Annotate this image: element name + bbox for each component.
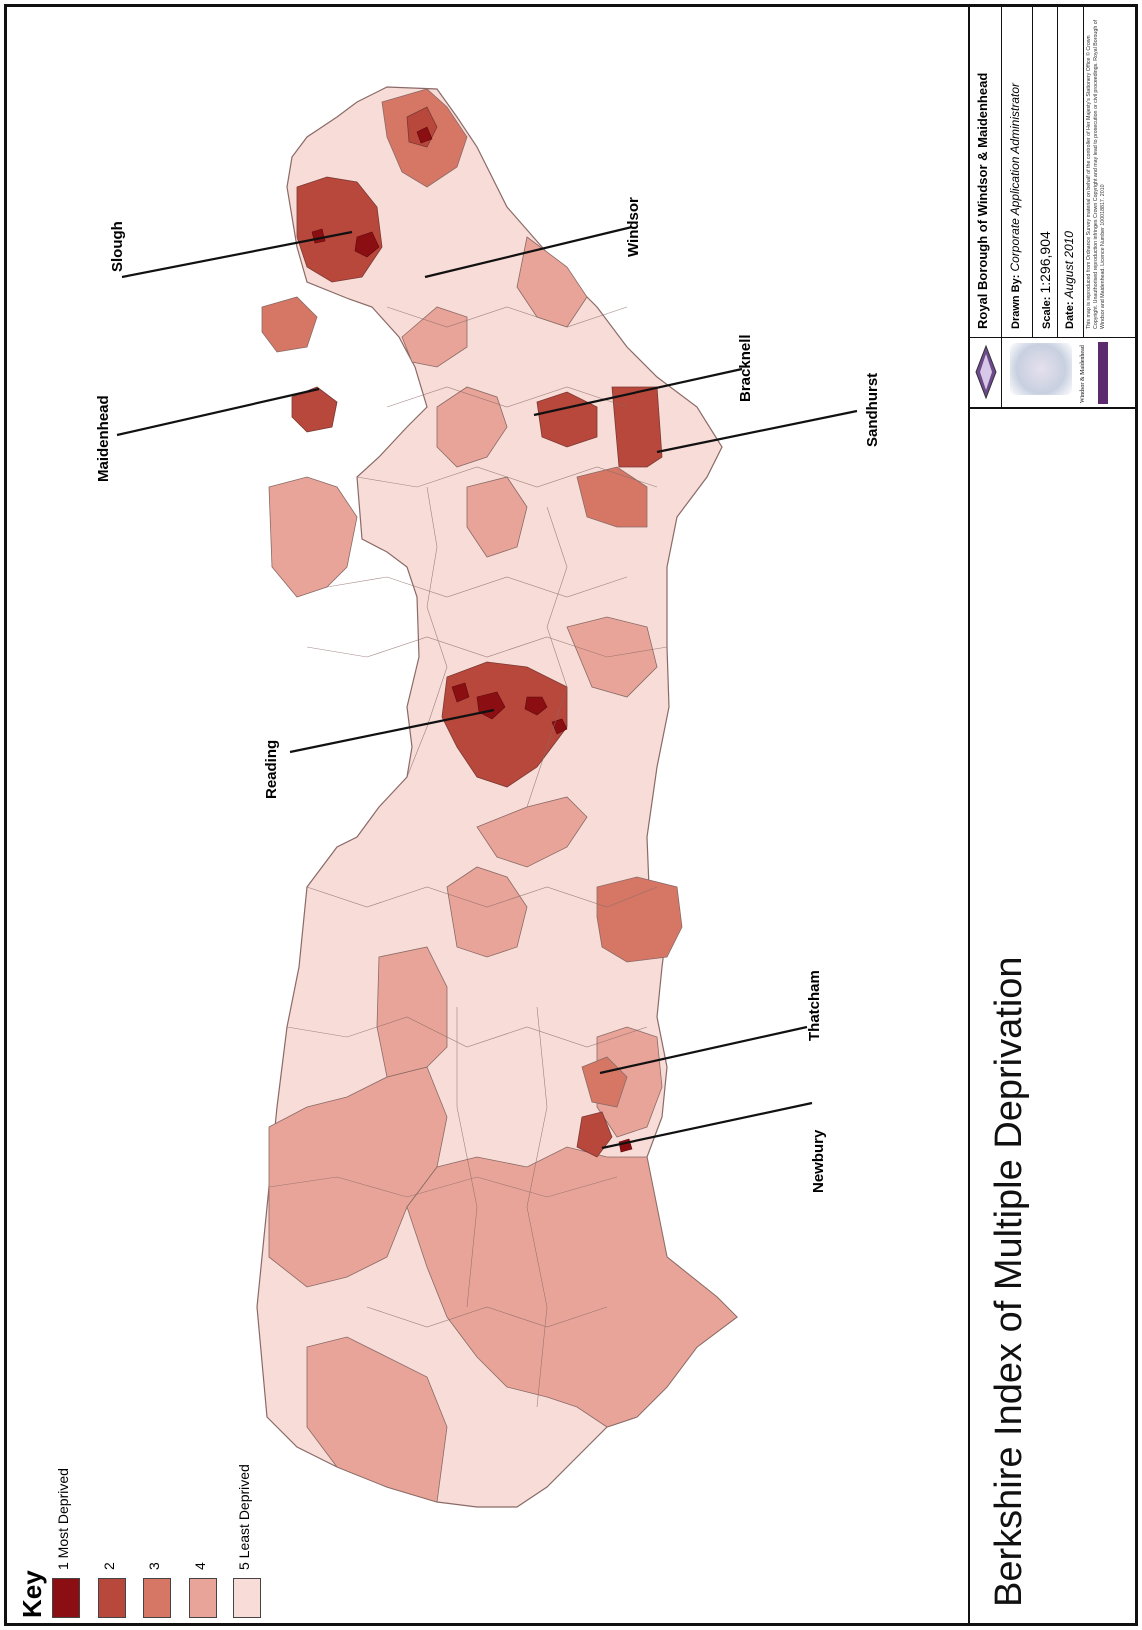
logos-area: Windsor & Maidenhead — [970, 337, 1135, 407]
drawn-by: Drawn By: Corporate Application Administ… — [1008, 83, 1022, 329]
info-text-area: Royal Borough of Windsor & Maidenhead Dr… — [970, 7, 1135, 338]
legend-swatch-4 — [189, 1578, 217, 1618]
info-block-divider — [970, 407, 1135, 409]
legend-label-2: 2 — [101, 1562, 117, 1570]
legend-label-4: 4 — [192, 1562, 208, 1570]
legend-label-5: 5 Least Deprived — [236, 1464, 252, 1570]
legend-swatch-1 — [52, 1578, 80, 1618]
place-label-newbury: Newbury — [810, 1129, 827, 1193]
scale: Scale: 1:296,904 — [1037, 231, 1053, 329]
map-title: Berkshire Index of Multiple Deprivation — [988, 956, 1030, 1607]
berkshire-map — [116, 86, 858, 1508]
date-label: Date: — [1064, 301, 1076, 329]
col-line-2 — [1032, 7, 1033, 337]
legend-swatch-2 — [98, 1578, 126, 1618]
logo-divider — [1001, 337, 1002, 407]
info-block: Royal Borough of Windsor & Maidenhead Dr… — [970, 7, 1135, 407]
legend-title: Key — [17, 1570, 47, 1618]
logo-accent-bar — [1098, 342, 1108, 404]
legend-swatch-3 — [143, 1578, 171, 1618]
date: Date: August 2010 — [1062, 231, 1076, 329]
legend-swatch-5 — [233, 1578, 261, 1618]
org-name: Royal Borough of Windsor & Maidenhead — [975, 72, 990, 329]
deprivation-level-4-areas — [268, 236, 738, 1503]
deprivation-level-3-areas — [261, 88, 683, 1108]
deprivation-level-2-areas — [291, 106, 663, 1158]
place-label-reading: Reading — [263, 739, 280, 799]
place-label-slough: Slough — [109, 221, 126, 272]
compass-logo-icon — [975, 344, 997, 400]
date-value: August 2010 — [1062, 231, 1076, 299]
crest-logo-icon — [1010, 343, 1072, 395]
drawn-by-value: Corporate Application Administrator — [1008, 83, 1022, 272]
legend-label-1: 1 Most Deprived — [55, 1468, 71, 1570]
map-panel: Slough Windsor Maidenhead Bracknell Sand… — [7, 7, 970, 1623]
map-frame — [4, 4, 1138, 1626]
copyright-text: This map is reproduced from Ordnance Sur… — [1086, 19, 1106, 329]
legend-label-3: 3 — [146, 1562, 162, 1570]
place-label-bracknell: Bracknell — [737, 334, 754, 402]
leader-lines — [116, 225, 858, 1150]
map-legend: Key 1 Most Deprived 2 3 4 5 Least Depriv… — [7, 1402, 261, 1620]
col-line-3 — [1057, 7, 1058, 337]
scale-value: 1:296,904 — [1037, 231, 1053, 294]
scale-label: Scale: — [1041, 296, 1053, 329]
col-line-1 — [1001, 7, 1002, 337]
place-label-maidenhead: Maidenhead — [95, 395, 112, 482]
place-label-sandhurst: Sandhurst — [864, 372, 881, 447]
place-label-windsor: Windsor — [625, 197, 642, 257]
logo-caption: Windsor & Maidenhead — [1080, 345, 1086, 403]
ward-boundaries — [268, 306, 668, 1408]
place-label-thatcham: Thatcham — [806, 970, 823, 1041]
info-panel: Berkshire Index of Multiple Deprivation … — [970, 7, 1135, 1623]
drawn-by-label: Drawn By: — [1010, 274, 1022, 329]
col-line-4 — [1083, 7, 1084, 337]
